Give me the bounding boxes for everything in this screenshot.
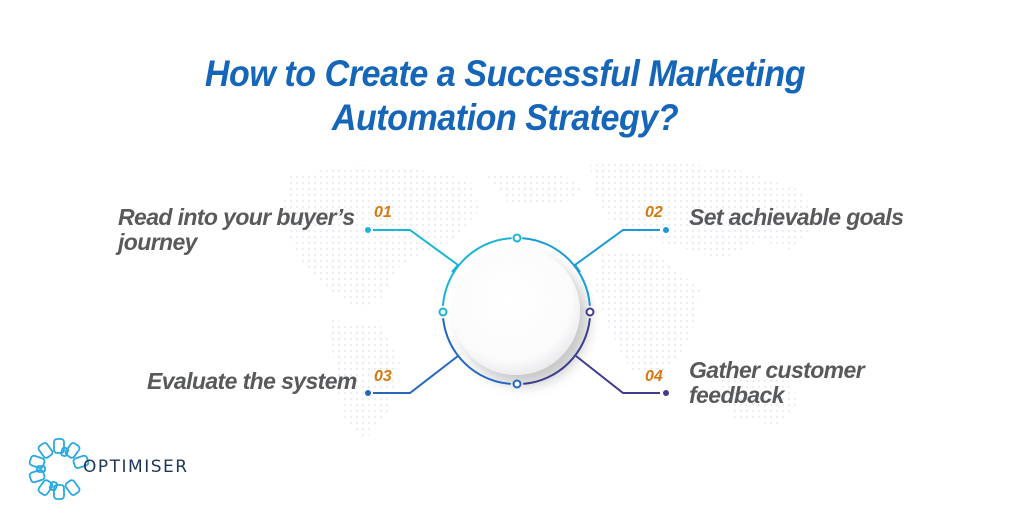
center-disc — [452, 247, 580, 375]
page-title: How to Create a Successful Marketing Aut… — [40, 52, 969, 140]
ring-node-top — [512, 233, 522, 243]
step-02-number: 02 — [645, 204, 663, 221]
logo-text: OPTIMISER — [83, 457, 189, 477]
connector-03-dot — [365, 390, 371, 396]
ring-node-right — [585, 307, 595, 317]
connector-03 — [373, 355, 459, 394]
step-01-number: 01 — [374, 204, 392, 221]
step-04-number: 04 — [645, 368, 663, 385]
optimiser-logo: OPTIMISER — [26, 436, 187, 502]
connector-04 — [575, 355, 660, 394]
world-map-background — [280, 160, 820, 440]
step-04-label: Gather customer feedback — [689, 357, 865, 408]
connector-01 — [373, 229, 460, 273]
step-03-number: 03 — [374, 368, 392, 385]
step-02-label: Set achievable goals — [689, 204, 904, 230]
connector-01-dot — [365, 227, 371, 233]
connector-02-dot — [663, 227, 669, 233]
ring-node-bottom — [512, 379, 522, 389]
optimiser-flower-icon — [28, 438, 90, 500]
step-03-label: Evaluate the system — [147, 368, 357, 394]
title-line-2: Automation Strategy? — [331, 97, 679, 138]
ring-node-left — [438, 307, 448, 317]
connector-04-dot — [663, 390, 669, 396]
step-01-label: Read into your buyer’s journey — [118, 204, 355, 255]
title-line-1: How to Create a Successful Marketing — [204, 53, 806, 94]
connector-02 — [573, 229, 660, 273]
